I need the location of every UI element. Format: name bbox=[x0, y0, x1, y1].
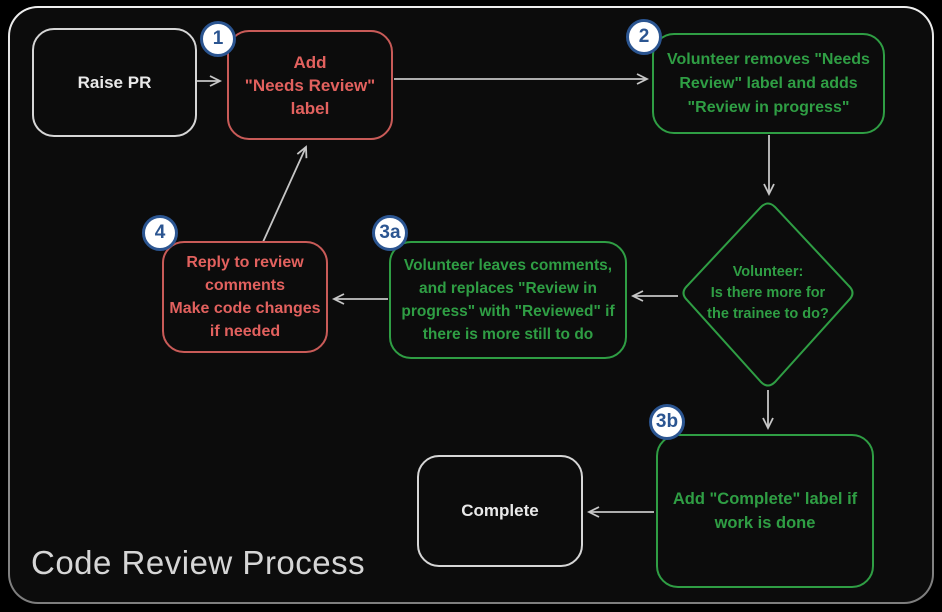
node-label-line: Add bbox=[293, 52, 327, 72]
node-label-line: work is done bbox=[714, 514, 816, 532]
node-label-line: and replaces "Review in bbox=[419, 280, 597, 297]
node-label-line: Volunteer: bbox=[732, 264, 804, 280]
node-label-line: Reply to review bbox=[186, 254, 304, 271]
node-label-line: comments bbox=[204, 277, 286, 294]
node-add-complete-label: Add "Complete" label if work is done bbox=[656, 434, 874, 588]
step-badge-4: 4 bbox=[142, 215, 178, 251]
node-label-line: there is more still to do bbox=[422, 326, 594, 343]
decision-diamond-label: Volunteer: Is there more for the trainee… bbox=[688, 262, 848, 325]
node-label-line: Review" label and adds bbox=[679, 74, 858, 92]
node-label: Raise PR bbox=[77, 72, 152, 92]
step-badge-1: 1 bbox=[200, 21, 236, 57]
node-volunteer-removes-label: Volunteer removes "Needs Review" label a… bbox=[652, 33, 885, 134]
node-complete: Complete bbox=[417, 455, 583, 567]
node-label-line: "Needs Review" bbox=[244, 75, 376, 95]
diagram-title: Code Review Process bbox=[31, 544, 366, 581]
node-label: Complete bbox=[461, 501, 539, 520]
node-label-line: Volunteer leaves comments, bbox=[403, 257, 613, 274]
node-add-needs-review-label: Add "Needs Review" label bbox=[227, 30, 393, 140]
node-label-line: the trainee to do? bbox=[707, 306, 829, 322]
step-badge-3b: 3b bbox=[649, 404, 685, 440]
node-label-line: progress" with "Reviewed" if bbox=[401, 303, 615, 320]
node-reply-to-review-comments: Reply to review comments Make code chang… bbox=[162, 241, 328, 353]
node-label-line: Is there more for bbox=[710, 285, 826, 301]
node-volunteer-leaves-comments: Volunteer leaves comments, and replaces … bbox=[389, 241, 627, 359]
node-label-line: if needed bbox=[209, 323, 281, 340]
node-raise-pr: Raise PR bbox=[32, 28, 197, 137]
node-label-line: Add "Complete" label if bbox=[672, 490, 858, 508]
node-label-line: Volunteer removes "Needs bbox=[667, 50, 870, 68]
node-label-line: Make code changes bbox=[169, 300, 321, 317]
node-label-line: "Review in progress" bbox=[687, 98, 850, 116]
node-label-line: label bbox=[290, 98, 330, 118]
step-badge-2: 2 bbox=[626, 19, 662, 55]
step-badge-3a: 3a bbox=[372, 215, 408, 251]
